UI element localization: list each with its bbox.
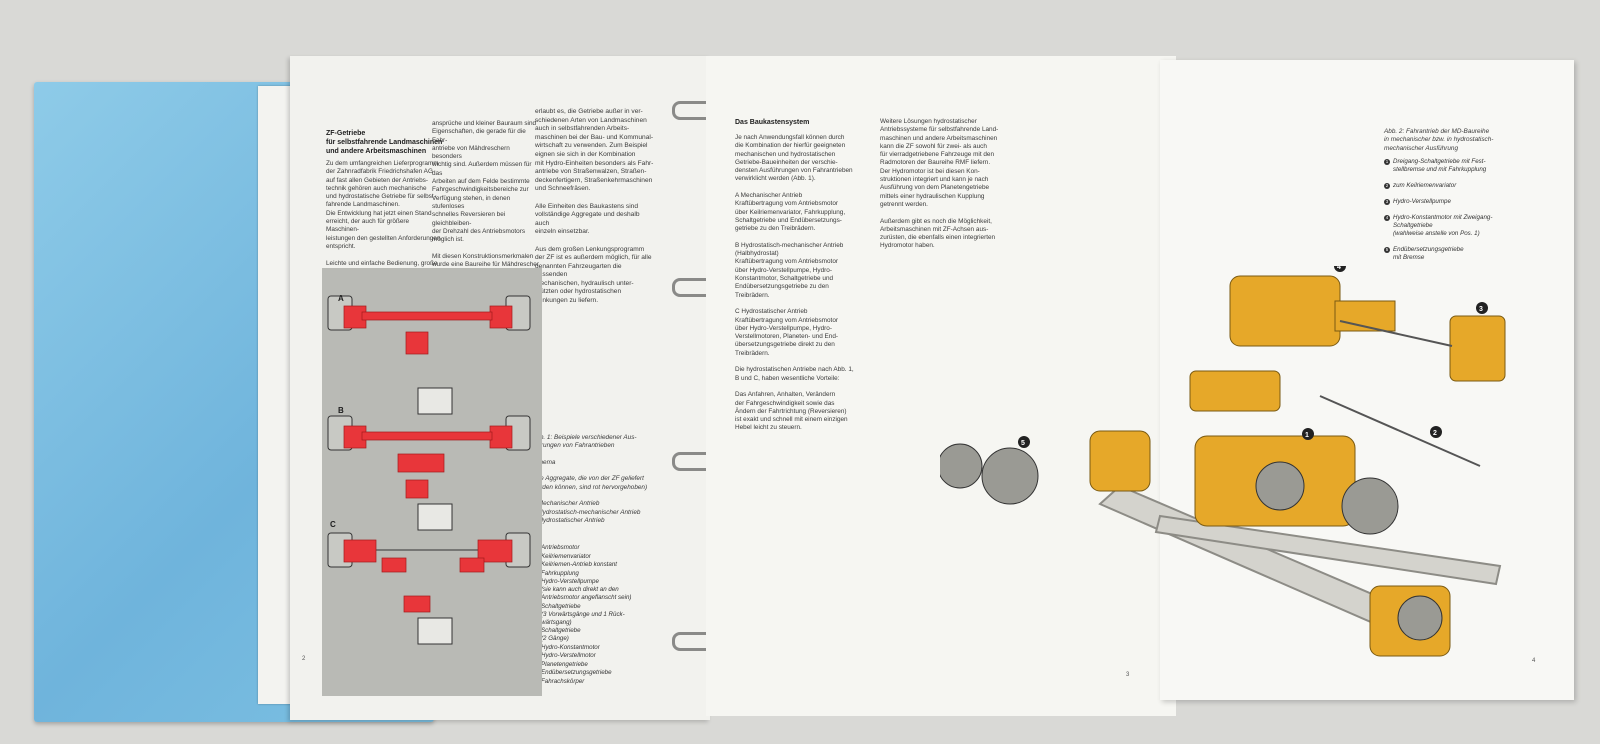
fig2-caption: Abb. 2: Fahrantrieb der MD-Baureihe in m… — [1384, 128, 1494, 152]
drive-schema-diagram — [327, 295, 531, 645]
fig1-legend-item: 5Hydro-Verstellpumpe (sie kann auch dire… — [532, 578, 631, 602]
fig1-legend-label: Keilriemenvariator — [541, 552, 591, 560]
svg-text:2: 2 — [1433, 430, 1437, 437]
fig2-legend-number-badge: 5 — [1384, 247, 1390, 253]
svg-text:4: 4 — [1337, 266, 1341, 271]
fig1-legend-item: 3Keilriemen-Antrieb konstant — [532, 561, 617, 569]
fig1-legend-label: Hydro-Konstantmotor — [541, 643, 600, 651]
svg-text:3: 3 — [1479, 306, 1483, 313]
fig1-legend-item: 8Hydro-Konstantmotor — [532, 644, 600, 652]
middle-text-col2: Weitere Lösungen hydrostatischer Antrieb… — [880, 118, 999, 250]
fig1-legend-label: Endübersetzungsgetriebe — [541, 669, 612, 676]
left-heading: ZF-Getriebe für selbstfahrende Landmasch… — [326, 130, 443, 155]
schema-label-b: B — [338, 406, 344, 415]
svg-text:1: 1 — [1305, 432, 1309, 439]
fig1-caption: Abb. 1: Beispiele verschiedener Aus- füh… — [532, 434, 648, 524]
fig1-legend-item: 6Schaltgetriebe (3 Vorwärtsgänge und 1 R… — [532, 603, 625, 627]
fig2-legend-label: zum Keilriemenvariator — [1393, 182, 1457, 189]
drive-schema-panel: A B C — [322, 268, 542, 696]
fig2-legend-label: Dreigang-Schaltgetriebe mit Fest- stellb… — [1393, 158, 1487, 173]
fig1-legend-label: Fahrachskörper — [541, 677, 585, 685]
fig2-legend-label: Hydro-Verstellpumpe — [1393, 198, 1451, 205]
fig1-legend-item: 11Endübersetzungsgetriebe — [532, 669, 612, 677]
page-number-4: 4 — [1532, 658, 1536, 664]
svg-text:5: 5 — [1021, 440, 1025, 447]
fig2-legend-number-badge: 1 — [1384, 159, 1390, 165]
page-number-2: 2 — [302, 656, 306, 662]
fig2-legend-label: Hydro-Konstantmotor mit Zweigang- Schalt… — [1393, 214, 1493, 237]
left-text-col1: Zu dem umfangreichen Lieferprogramm der … — [326, 160, 441, 275]
left-text-col3: erlaubt es, die Getriebe außer in ver- s… — [535, 108, 654, 305]
fig1-legend-label: Fahrkupplung — [541, 569, 579, 577]
fig1-legend-label: Antriebsmotor — [541, 544, 580, 551]
fig1-legend-label: Planetengetriebe — [541, 660, 588, 668]
fig1-legend-label: Schaltgetriebe (2 Gänge) — [541, 627, 581, 642]
fig1-legend-label: Hydro-Verstellmotor — [541, 652, 596, 659]
fig2-legend-number-badge: 4 — [1384, 215, 1390, 221]
fig2-legend-number-badge: 2 — [1384, 183, 1390, 189]
fig1-legend-label: Keilriemen-Antrieb konstant — [541, 561, 618, 568]
fig2-legend-label: Endübersetzungsgetriebe mit Bremse — [1393, 246, 1464, 261]
middle-page — [706, 56, 1176, 716]
drivetrain-cutaway-illustration: 4 3 5 1 2 — [937, 260, 1560, 686]
fig1-legend-label: Schaltgetriebe (3 Vorwärtsgänge und 1 Rü… — [541, 602, 625, 626]
schema-label-a: A — [338, 294, 344, 303]
page-number-3: 3 — [1126, 672, 1130, 678]
middle-text-col1: Je nach Anwendungsfall können durch die … — [735, 134, 854, 432]
middle-heading: Das Baukastensystem — [735, 119, 810, 126]
fig2-legend-number-badge: 3 — [1384, 199, 1390, 205]
schema-label-c: C — [330, 520, 336, 529]
fig1-legend-label: Hydro-Verstellpumpe (sie kann auch direk… — [541, 578, 632, 601]
